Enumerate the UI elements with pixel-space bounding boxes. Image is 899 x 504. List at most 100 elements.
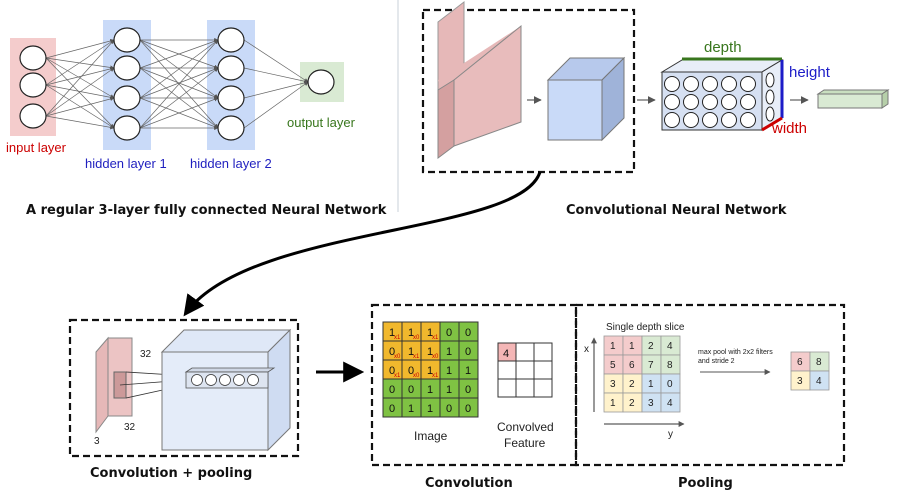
pool-input-value: 1 — [610, 341, 616, 352]
kernel-weight: x1 — [413, 354, 420, 360]
volume-neuron — [683, 112, 699, 128]
fc-edge — [139, 67, 219, 99]
kernel-weight: x1 — [394, 335, 401, 341]
feature-value: 4 — [503, 348, 509, 360]
zoom-connector-arrow — [183, 171, 542, 317]
pool-y-label: y — [668, 429, 673, 440]
fc-neuron — [217, 55, 245, 81]
feature-cell — [533, 342, 553, 362]
kernel-weight: x0 — [394, 354, 401, 360]
convolved-label-line2: Feature — [504, 436, 546, 450]
fc-edge — [139, 39, 219, 129]
image-cell-value: 1 — [408, 403, 414, 415]
image-cell-value: 1 — [427, 384, 433, 396]
volume-neuron — [765, 72, 775, 88]
output-layer-label: output layer — [287, 115, 356, 130]
conv-pool-dashed-box — [68, 318, 300, 458]
pool-input-value: 2 — [648, 341, 654, 352]
fc-edge — [45, 57, 115, 70]
fc-edge — [139, 97, 219, 129]
fc-neuron — [217, 27, 245, 53]
height-label: height — [789, 64, 831, 81]
pool-output-value: 8 — [816, 357, 822, 368]
fc-neuron — [19, 103, 47, 129]
fc-edge — [243, 80, 309, 99]
volume-neuron — [664, 76, 680, 92]
pool-input-value: 8 — [667, 360, 673, 371]
kernel-weight: x1 — [394, 373, 401, 379]
pool-note-line1: max pool with 2x2 filters — [698, 349, 773, 356]
fc-edge — [45, 84, 115, 100]
image-cell-value: 1 — [389, 327, 395, 339]
conv-volume — [161, 351, 269, 451]
conv-pool-diagram: 32 32 3 Convolution + pooling — [68, 318, 300, 481]
pool-input-value: 3 — [648, 398, 654, 409]
hidden-layer-1-label: hidden layer 1 — [85, 156, 167, 171]
cnn-dashed-box — [421, 8, 636, 174]
image-cell-value: 0 — [389, 346, 395, 358]
fc-edge — [45, 57, 115, 129]
image-cell-value: 0 — [446, 327, 452, 339]
image-cell-value: 1 — [427, 365, 433, 377]
pool-output-cell — [809, 370, 830, 391]
pool-input-value: 2 — [629, 398, 635, 409]
volume-neuron — [721, 112, 737, 128]
image-cell-value: 1 — [408, 346, 414, 358]
feature-cell — [515, 342, 535, 362]
image-cell-value: 1 — [427, 403, 433, 415]
fc-edge — [243, 67, 309, 84]
pool-input-value: 1 — [648, 379, 654, 390]
image-cell-value: 0 — [389, 403, 395, 415]
pool-note-line2: and stride 2 — [698, 358, 735, 365]
width-label: width — [771, 120, 807, 137]
pool-input-value: 5 — [610, 360, 616, 371]
image-cell-value: 1 — [446, 384, 452, 396]
volume-neuron — [765, 89, 775, 105]
volume-neuron — [740, 94, 756, 110]
pool-input-value: 1 — [629, 341, 635, 352]
dim-depth-label: 3 — [94, 436, 100, 447]
pool-input-cell — [660, 392, 681, 413]
fc-edge — [45, 115, 115, 130]
cnn-caption: Convolutional Neural Network — [566, 203, 787, 218]
convolved-feature-grid: 4 — [497, 342, 553, 398]
image-cell-value: 1 — [408, 327, 414, 339]
volume-neuron — [702, 76, 718, 92]
image-cell-value: 0 — [389, 384, 395, 396]
fc-neuron — [217, 85, 245, 111]
feature-cell — [533, 360, 553, 380]
fc-edge — [243, 81, 309, 129]
feature-volume — [546, 56, 626, 142]
kernel-weight: x1 — [432, 335, 439, 341]
cnn-diagram: depth height width Convolutional Neural … — [421, 0, 890, 218]
pool-input-value: 3 — [610, 379, 616, 390]
image-cell-value: 0 — [465, 346, 471, 358]
fc-edge — [139, 39, 219, 99]
volume-neuron — [683, 94, 699, 110]
fc-edge — [45, 39, 115, 86]
image-cell-value: 1 — [465, 365, 471, 377]
volume-neuron — [664, 112, 680, 128]
image-cell — [458, 397, 479, 418]
depth-label: depth — [704, 39, 742, 56]
fc-neuron — [19, 45, 47, 71]
pool-input-value: 4 — [667, 341, 673, 352]
pool-output-value: 6 — [797, 357, 803, 368]
volume-neuron — [765, 106, 775, 122]
fc-connections — [45, 37, 309, 131]
kernel-weight: x1 — [432, 373, 439, 379]
fc-neuron — [113, 115, 141, 141]
conv-pool-caption: Convolution + pooling — [90, 466, 252, 481]
image-cell-value: 0 — [465, 384, 471, 396]
kernel-weight: x0 — [413, 373, 420, 379]
pool-input-value: 6 — [629, 360, 635, 371]
fc-edge — [139, 39, 219, 69]
fc-neuron — [113, 55, 141, 81]
image-cell-value: 0 — [465, 327, 471, 339]
image-cell-value: 0 — [465, 403, 471, 415]
